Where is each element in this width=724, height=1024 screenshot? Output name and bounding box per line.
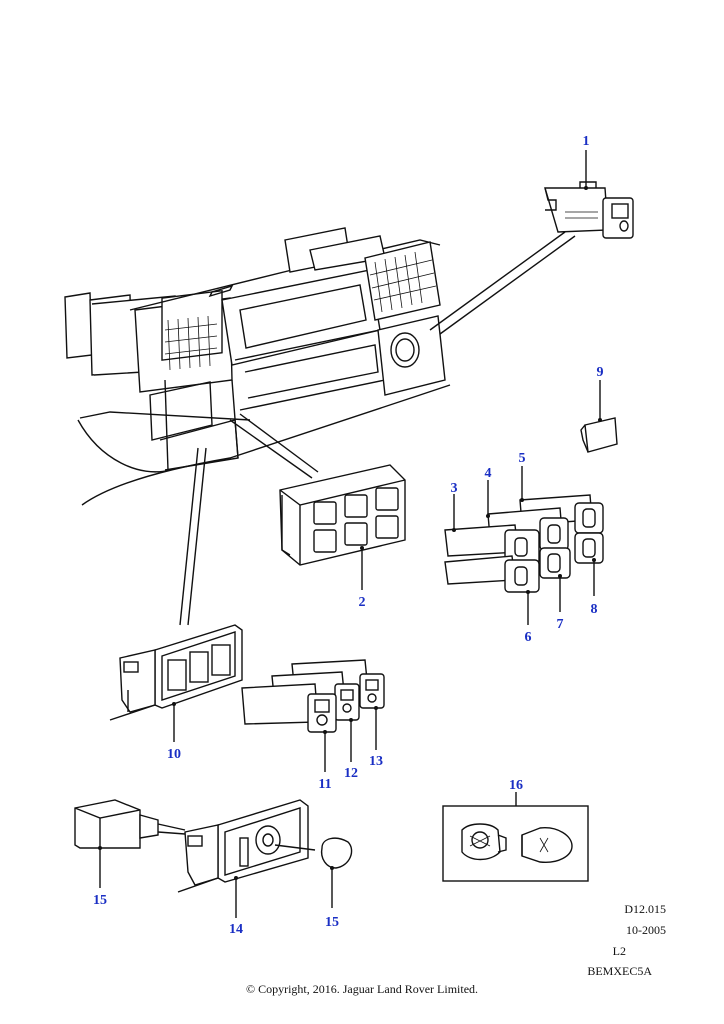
callout-3: 3 (451, 481, 458, 496)
callout-9: 9 (597, 365, 604, 380)
rocker-switch-group (444, 494, 604, 593)
copyright-notice: © Copyright, 2016. Jaguar Land Rover Lim… (245, 982, 479, 996)
callout-12: 12 (344, 766, 358, 781)
diagram-reference: D12.015 (624, 902, 666, 916)
small-switch-group (241, 659, 385, 733)
callout-5: 5 (519, 451, 526, 466)
callout-10: 10 (167, 747, 181, 762)
callout-2: 2 (359, 595, 366, 610)
location-line-1b (439, 235, 576, 335)
diagram-level: L2 (612, 944, 626, 958)
part-15-knob (320, 837, 353, 869)
callout-15-rheostat: 15 (93, 893, 107, 908)
dashboard-illustration (64, 227, 451, 506)
diagram-date: 10-2005 (626, 923, 666, 937)
callout-13: 13 (369, 754, 383, 769)
bulb-holder-icon (461, 823, 507, 861)
part-2-switch-housing (279, 464, 406, 566)
callout-4: 4 (485, 466, 492, 481)
callout-7: 7 (557, 617, 564, 632)
part-9-blank-cap (580, 417, 618, 453)
location-line-2a (229, 419, 313, 479)
part-16-bulb-kit (442, 805, 589, 882)
callout-16: 16 (509, 778, 523, 793)
location-line-10b (187, 447, 207, 626)
diagram-code: BEMXEC5A (587, 964, 652, 978)
callout-8: 8 (591, 602, 598, 617)
callout-15-knob: 15 (325, 915, 339, 930)
part-14-rheostat-panel (177, 799, 316, 893)
location-line-2b (239, 413, 319, 473)
callout-14: 14 (229, 922, 243, 937)
part-15-rheostat (74, 799, 186, 849)
callout-11: 11 (318, 777, 331, 792)
callout-1: 1 (583, 134, 590, 149)
part-1-switch (544, 181, 634, 239)
part-10-lower-switch-panel (109, 624, 243, 721)
location-line-10a (179, 447, 199, 626)
callout-6: 6 (525, 630, 532, 645)
location-line-1a (429, 231, 566, 331)
wedge-bulb-icon (521, 827, 573, 863)
